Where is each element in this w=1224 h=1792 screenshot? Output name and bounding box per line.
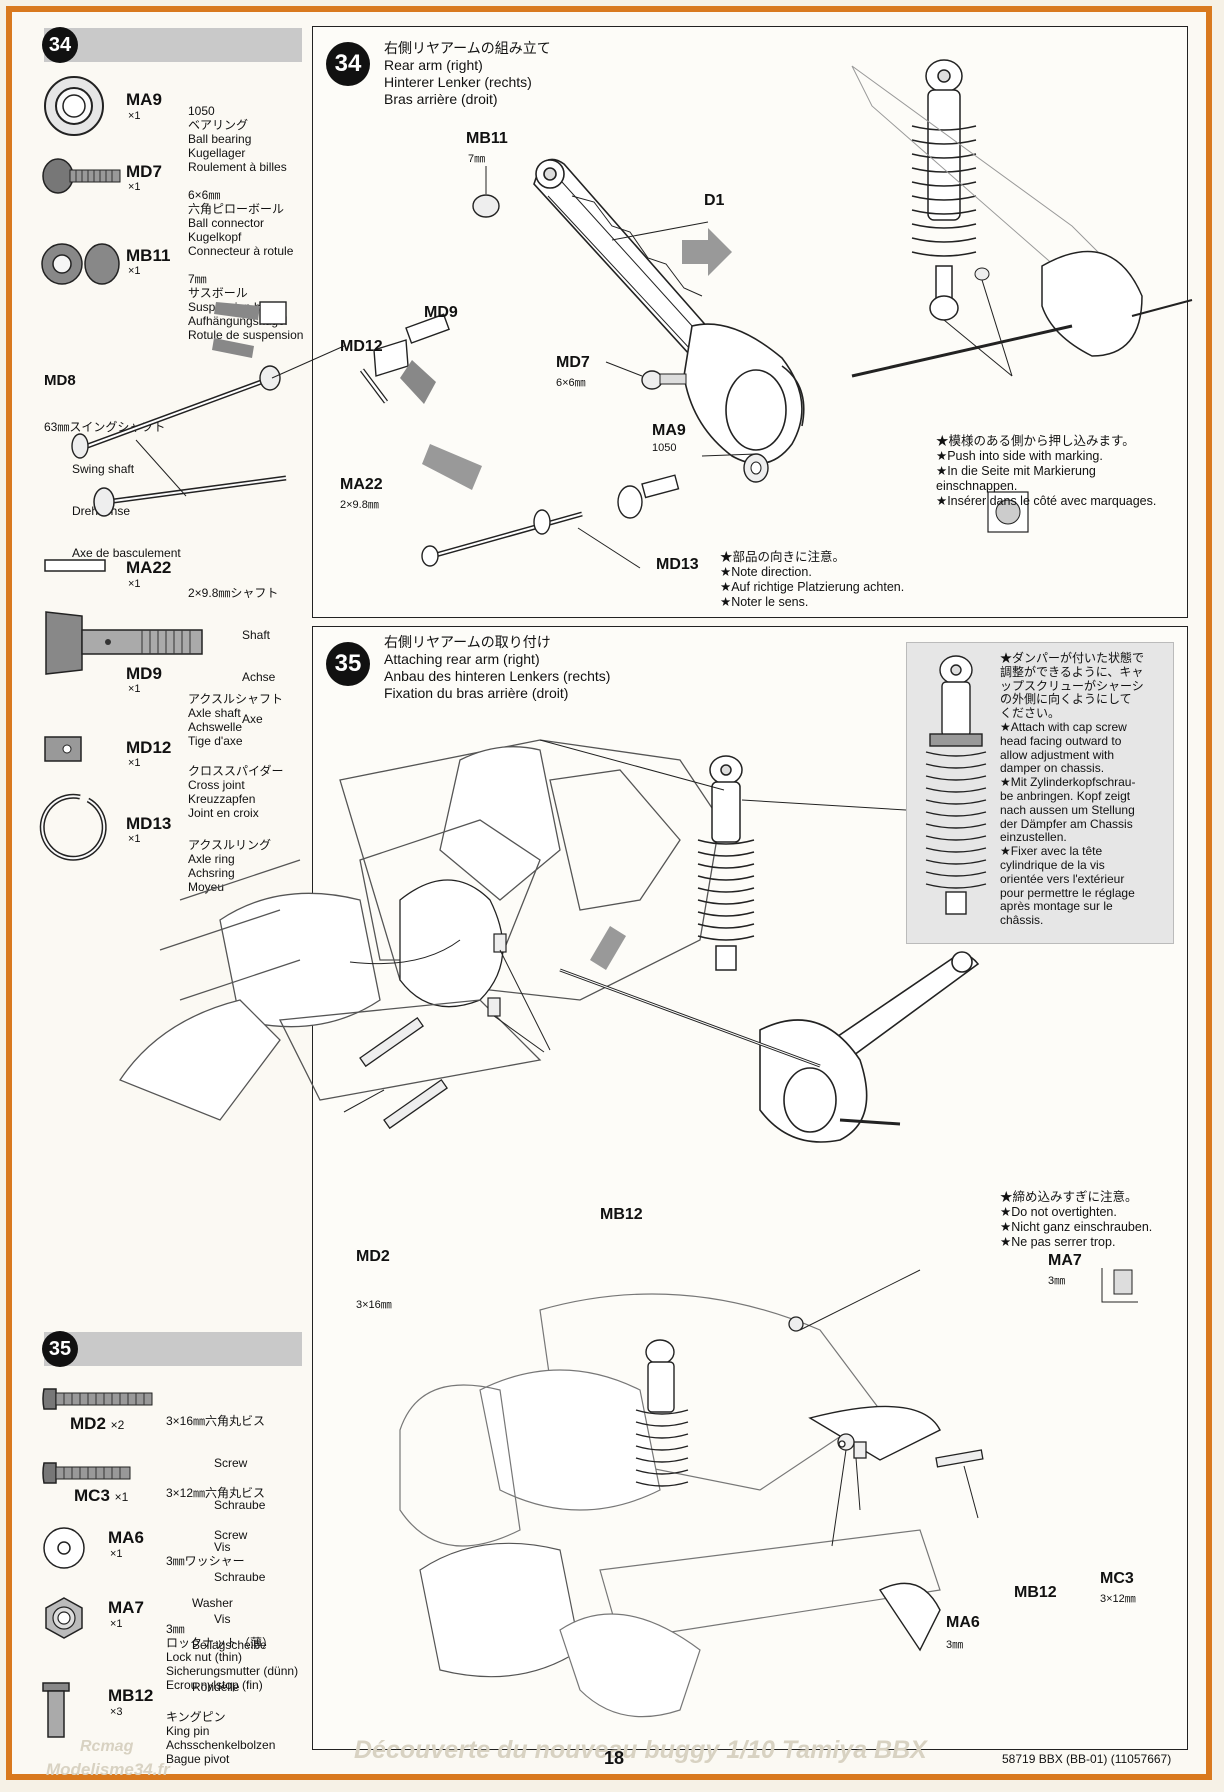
cross-joint-icon <box>44 736 82 762</box>
part-code-md13: MD13 <box>126 814 172 833</box>
nut-inset-icon <box>1101 1268 1138 1303</box>
screw-16mm-icon <box>42 1388 153 1410</box>
part-desc-ma6: 3㎜ワッシャー Washer Beilagscheibe Rondelle <box>166 1554 267 1694</box>
axle-ring-icon <box>39 793 107 861</box>
swing-shaft-drawing <box>93 439 287 517</box>
step34-callout-md9: MD9 <box>424 304 458 321</box>
step34-note-marking: ★模様のある側から押し込みます。★Push into side with mar… <box>936 434 1157 508</box>
damper-inset-drawing <box>925 655 987 915</box>
step34-callout-md13: MD13 <box>656 556 699 573</box>
part-qty-ma22: ×1 <box>128 578 141 590</box>
page-number: 18 <box>604 1748 625 1768</box>
suspension-ball-icon <box>41 243 120 285</box>
part-code-mb11: MB11 <box>126 246 171 265</box>
step34-callout-ma9-size: 1050 <box>652 442 677 454</box>
step35-chassis-drawing <box>119 739 980 1143</box>
axle-shaft-icon <box>45 611 203 675</box>
part-qty-md12: ×1 <box>128 757 141 769</box>
step35-callout-ma7-size: 3㎜ <box>1048 1275 1066 1287</box>
step35-callout-mc3: MC3 <box>1100 1570 1134 1587</box>
step35-callout-ma7: MA7 <box>1048 1252 1082 1269</box>
step35-lower-drawing <box>399 1269 984 1718</box>
step34-callout-mb11: MB11 <box>466 130 508 147</box>
shaft-icon <box>44 559 106 572</box>
lock-nut-icon <box>45 1597 83 1639</box>
part-desc-ma22: 2×9.8㎜シャフト Shaft Achse Axe <box>188 586 279 726</box>
direction-note-marker <box>708 546 718 556</box>
step35-callout-ma6: MA6 <box>946 1614 980 1631</box>
step35-callout-mb12-lower: MB12 <box>1014 1584 1057 1601</box>
step35-callout-md2-size: 3×16㎜ <box>356 1299 392 1311</box>
part-qty-mb11: ×1 <box>128 265 141 277</box>
step35-callout-mc3-size: 3×12㎜ <box>1100 1593 1136 1605</box>
washer-icon <box>43 1527 85 1569</box>
screw-12mm-icon <box>42 1462 131 1484</box>
part-desc-mb11: 7㎜サスボールSuspension ballAufhängungskugelRo… <box>188 272 304 342</box>
page-code: 58719 BBX (BB-01) (11057667) <box>1002 1752 1172 1766</box>
king-pin-icon <box>42 1682 70 1738</box>
part-desc-mc3: 3×12㎜六角丸ビス Screw Schraube Vis <box>166 1486 266 1626</box>
step34-assembly-drawing <box>71 59 1193 569</box>
step34-callout-md7: MD7 <box>556 354 590 371</box>
step35-callout-ma6-size: 3㎜ <box>946 1639 964 1651</box>
step34-callout-d1: D1 <box>704 192 725 209</box>
part-code-ma7: MA7 <box>108 1598 144 1617</box>
step35-callout-md2: MD2 <box>356 1248 390 1265</box>
step35-number: 35 <box>326 642 370 686</box>
step35-callout-mb12-upper: MB12 <box>600 1206 643 1223</box>
part-code-mb12: MB12 <box>108 1686 154 1705</box>
part-code-md12: MD12 <box>126 738 172 757</box>
step34-parts-header <box>44 28 302 62</box>
step34-callout-ma9: MA9 <box>652 422 686 439</box>
step34-callout-ma22-size: 2×9.8㎜ <box>340 499 379 511</box>
part-code-ma9: MA9 <box>126 90 162 109</box>
step34-callout-md7-size: 6×6㎜ <box>556 377 586 389</box>
step34-callout-ma22: MA22 <box>340 476 383 493</box>
part-qty-mb12: ×3 <box>110 1706 123 1718</box>
part-code-ma6: MA6 <box>108 1528 144 1547</box>
step34-callout-md12: MD12 <box>340 338 383 355</box>
step34-number: 34 <box>326 42 370 86</box>
part-qty-ma9: ×1 <box>128 110 141 122</box>
part-qty-ma7: ×1 <box>110 1618 123 1630</box>
part-code-md2: MD2 ×2 <box>70 1414 125 1433</box>
step35-parts-header <box>44 1332 302 1366</box>
ball-bearing-icon <box>44 76 104 136</box>
step34-note-direction: ★部品の向きに注意。★Note direction.★Auf richtige … <box>720 550 905 609</box>
watermark-text: Découverte du nouveau buggy 1/10 Tamiya … <box>354 1736 927 1764</box>
part-code-md9: MD9 <box>126 664 162 683</box>
part-qty-md13: ×1 <box>128 833 141 845</box>
part-code-ma22: MA22 <box>126 558 172 577</box>
step35-note-damper: ★ダンパーが付いた状態で調整ができるように、キャップスクリューがシャーシの外側に… <box>1000 651 1145 928</box>
part-code-mc3: MC3 ×1 <box>74 1486 129 1505</box>
part-code-md8: MD8 <box>44 372 76 389</box>
part-desc-md2: 3×16㎜六角丸ビス Screw Schraube Vis <box>166 1414 266 1554</box>
step35-note-tighten: ★締め込みすぎに注意。★Do not overtighten.★Nicht ga… <box>1000 1190 1153 1249</box>
watermark-brand2: Rcmag <box>80 1738 134 1755</box>
watermark-brand: Modelisme34.fr <box>46 1760 170 1779</box>
step34-callout-mb11-size: 7㎜ <box>468 153 486 165</box>
part-code-md7: MD7 <box>126 162 162 181</box>
step34-panel <box>312 26 1188 618</box>
part-qty-md9: ×1 <box>128 683 141 695</box>
step35-parts-number: 35 <box>42 1331 78 1367</box>
ball-connector-icon <box>42 158 121 194</box>
step34-parts-number: 34 <box>42 27 78 63</box>
part-qty-ma6: ×1 <box>110 1548 123 1560</box>
part-qty-md7: ×1 <box>128 181 141 193</box>
